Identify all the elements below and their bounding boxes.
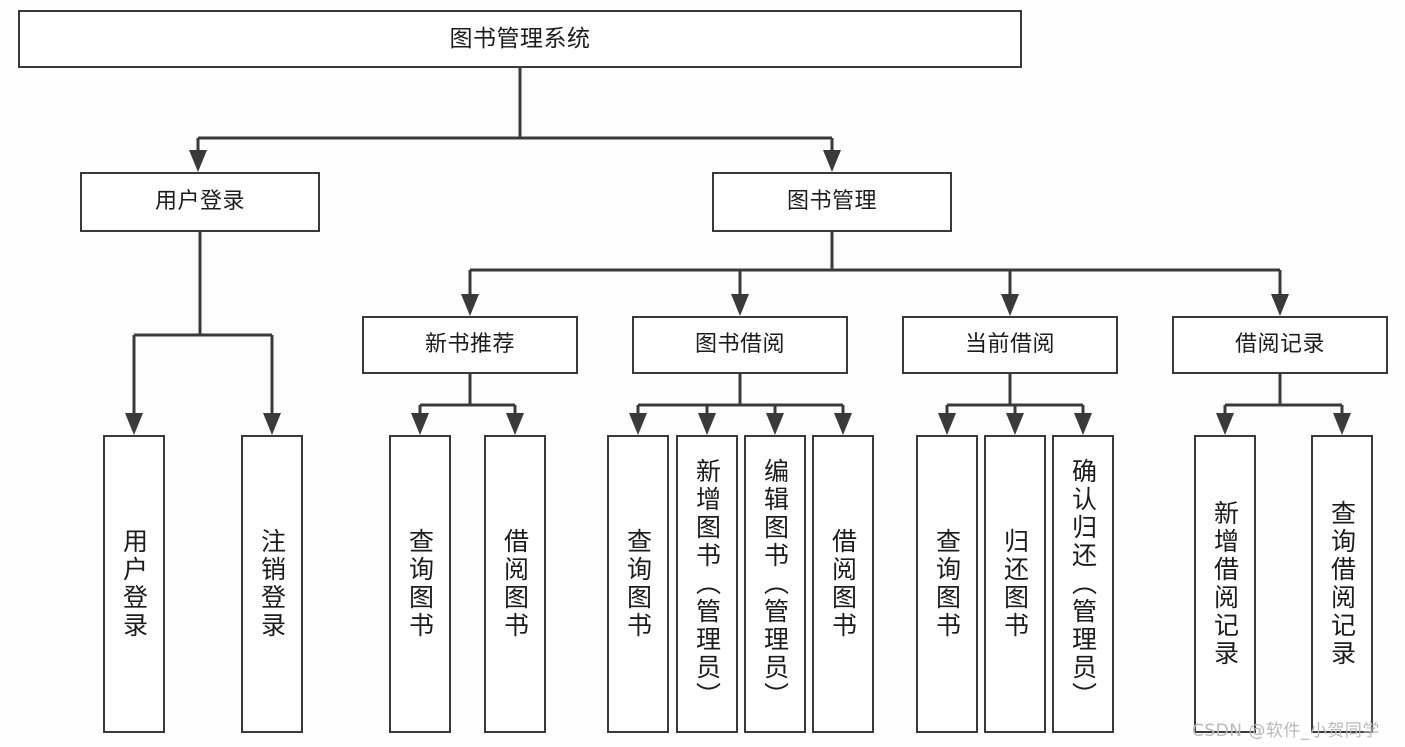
connector-lines — [125, 68, 1351, 435]
node-label: 用户登录 — [119, 528, 149, 640]
arrow-head-bus-current-borrow-2 — [1074, 413, 1092, 435]
node-label: 编辑图书（管理员） — [760, 458, 790, 710]
watermark-label: CSDN @软件_小贺同学 — [1192, 721, 1380, 741]
arrow-head-bus-book-manage-0 — [461, 294, 479, 316]
arrow-head-bus-root-0 — [189, 150, 207, 172]
arrow-head-bus-book-borrow-2 — [766, 413, 784, 435]
arrow-head-bus-book-borrow-1 — [698, 413, 716, 435]
node-leaf-query-book-3[interactable]: 查询图书 — [916, 435, 978, 733]
node-leaf-query-record[interactable]: 查询借阅记录 — [1311, 435, 1373, 733]
arrow-head-bus-user-login-1 — [263, 413, 281, 435]
node-label: 图书管理系统 — [449, 25, 591, 52]
node-label: 注销登录 — [257, 528, 287, 640]
node-leaf-user-login[interactable]: 用户登录 — [103, 435, 165, 733]
node-label: 查询图书 — [623, 528, 653, 640]
node-leaf-user-logout[interactable]: 注销登录 — [241, 435, 303, 733]
node-label: 确认归还（管理员） — [1068, 458, 1098, 710]
arrow-head-bus-new-book-0 — [411, 413, 429, 435]
node-label: 借阅图书 — [500, 528, 530, 640]
node-label: 新增图书（管理员） — [692, 458, 722, 710]
arrow-head-bus-book-borrow-0 — [629, 413, 647, 435]
arrow-head-bus-book-borrow-3 — [834, 413, 852, 435]
arrow-head-bus-root-1 — [823, 150, 841, 172]
node-label: 归还图书 — [1000, 528, 1030, 640]
node-borrow-record[interactable]: 借阅记录 — [1172, 316, 1388, 374]
node-label: 新书推荐 — [424, 332, 515, 358]
node-label: 图书借阅 — [694, 332, 785, 358]
node-label: 查询图书 — [405, 528, 435, 640]
arrow-head-bus-new-book-1 — [506, 413, 524, 435]
node-user-login[interactable]: 用户登录 — [80, 172, 320, 232]
node-new-book-recommend[interactable]: 新书推荐 — [362, 316, 578, 374]
node-leaf-borrow-book-2[interactable]: 借阅图书 — [812, 435, 874, 733]
node-leaf-borrow-book-1[interactable]: 借阅图书 — [484, 435, 546, 733]
arrow-head-bus-borrow-record-0 — [1216, 413, 1234, 435]
node-leaf-query-book-1[interactable]: 查询图书 — [389, 435, 451, 733]
node-leaf-edit-book[interactable]: 编辑图书（管理员） — [744, 435, 806, 733]
node-label: 当前借阅 — [964, 332, 1055, 358]
node-leaf-add-record[interactable]: 新增借阅记录 — [1194, 435, 1256, 733]
node-label: 用户登录 — [154, 189, 245, 215]
node-book-borrow[interactable]: 图书借阅 — [632, 316, 848, 374]
arrow-head-bus-book-manage-2 — [1001, 294, 1019, 316]
node-current-borrow[interactable]: 当前借阅 — [902, 316, 1118, 374]
node-label: 借阅记录 — [1234, 332, 1325, 358]
arrow-head-bus-current-borrow-1 — [1006, 413, 1024, 435]
arrow-head-bus-borrow-record-1 — [1333, 413, 1351, 435]
node-label: 图书管理 — [786, 189, 877, 215]
arrow-head-bus-book-manage-3 — [1271, 294, 1289, 316]
node-leaf-query-book-2[interactable]: 查询图书 — [607, 435, 669, 733]
node-label: 新增借阅记录 — [1210, 500, 1240, 668]
arrow-head-bus-book-manage-1 — [731, 294, 749, 316]
node-leaf-return-book[interactable]: 归还图书 — [984, 435, 1046, 733]
node-label: 查询图书 — [932, 528, 962, 640]
node-label: 查询借阅记录 — [1327, 500, 1357, 668]
node-label: 借阅图书 — [828, 528, 858, 640]
node-leaf-confirm-return[interactable]: 确认归还（管理员） — [1052, 435, 1114, 733]
arrow-head-bus-current-borrow-0 — [938, 413, 956, 435]
node-leaf-add-book[interactable]: 新增图书（管理员） — [676, 435, 738, 733]
node-book-manage[interactable]: 图书管理 — [712, 172, 952, 232]
node-root-system[interactable]: 图书管理系统 — [18, 10, 1022, 68]
arrow-head-bus-user-login-0 — [125, 413, 143, 435]
